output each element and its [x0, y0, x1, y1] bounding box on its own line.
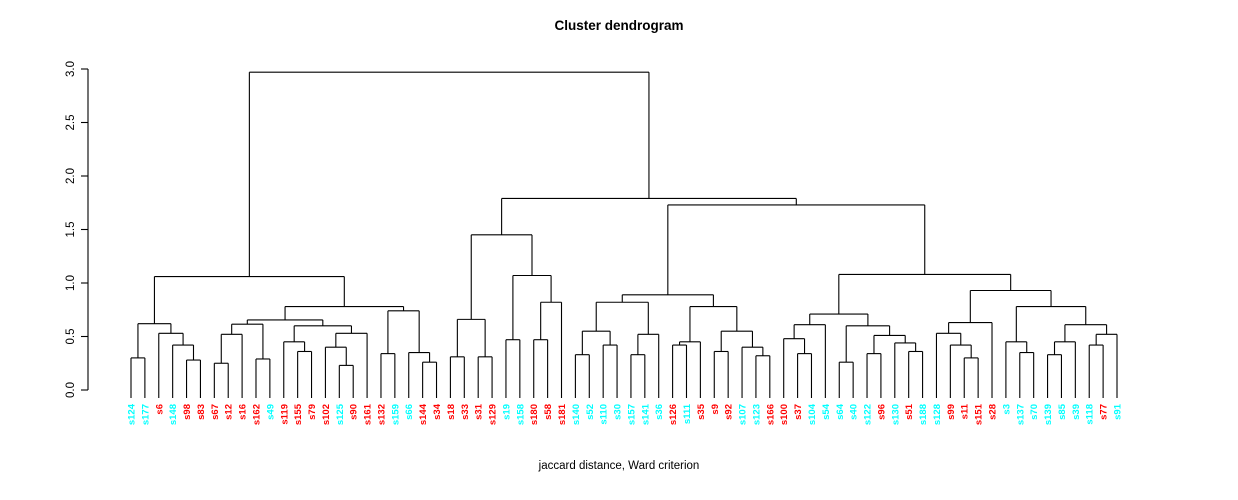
leaf-label: s107 [738, 404, 749, 425]
chart-title: Cluster dendrogram [554, 18, 684, 33]
leaf-label: s58 [543, 404, 554, 420]
leaf-label: s77 [1099, 404, 1110, 420]
leaf-label: s104 [807, 403, 818, 425]
leaf-label: s79 [307, 404, 318, 420]
leaf-label: s40 [849, 404, 860, 420]
svg-text:2.0: 2.0 [65, 168, 77, 184]
leaf-label: s126 [668, 404, 679, 425]
leaf-label: s35 [696, 403, 707, 420]
leaf-label: s140 [571, 404, 582, 425]
leaf-label: s162 [251, 404, 262, 425]
leaf-label: s96 [876, 404, 887, 420]
leaf-label: s85 [1057, 403, 1068, 420]
leaf-label: s102 [321, 404, 332, 425]
leaf-label: s33 [460, 404, 471, 420]
leaf-label: s9 [710, 404, 721, 415]
leaf-label: s188 [918, 404, 929, 425]
leaf-label: s36 [654, 404, 665, 420]
leaf-label: s166 [765, 404, 776, 425]
leaf-label: s130 [890, 404, 901, 425]
leaf-label: s110 [599, 404, 610, 425]
leaf-label: s90 [349, 404, 360, 420]
leaf-label: s16 [238, 404, 249, 420]
leaf-label: s28 [988, 404, 999, 420]
leaf-label: s159 [390, 404, 401, 425]
svg-text:2.5: 2.5 [65, 115, 77, 131]
leaf-label: s6 [154, 404, 165, 415]
leaf-label: s132 [376, 404, 387, 425]
leaf-label: s30 [613, 404, 624, 420]
leaf-label: s52 [585, 404, 596, 420]
leaf-label: s181 [557, 403, 568, 425]
svg-text:0.0: 0.0 [65, 382, 77, 398]
svg-text:1.0: 1.0 [65, 275, 77, 291]
leaf-label: s141 [640, 403, 651, 425]
leaf-label: s125 [335, 403, 346, 425]
leaf-label: s139 [1043, 404, 1054, 425]
leaf-label: s3 [1001, 404, 1012, 415]
leaf-label: s91 [1113, 403, 1124, 420]
y-axis: 0.0 0.5 1.0 1.5 2.0 2.5 3.0 [65, 61, 89, 398]
leaf-label: s54 [821, 403, 832, 420]
leaf-label: s122 [863, 404, 874, 425]
leaf-label: s129 [488, 404, 499, 425]
leaf-label: s49 [265, 404, 276, 420]
svg-text:1.5: 1.5 [65, 222, 77, 238]
dendrogram-tree [130, 71, 1118, 398]
leaf-label: s119 [279, 404, 290, 425]
leaf-label: s155 [293, 403, 304, 425]
leaf-label: s12 [224, 404, 235, 420]
leaf-label: s18 [446, 404, 457, 420]
leaf-label: s180 [529, 404, 540, 425]
leaf-label: s66 [404, 404, 415, 420]
leaf-label: s83 [196, 404, 207, 420]
leaf-label: s111 [682, 403, 693, 424]
leaf-label: s151 [974, 403, 985, 425]
leaf-label: s177 [140, 404, 151, 425]
leaf-label: s123 [751, 404, 762, 425]
leaf-label: s99 [946, 404, 957, 420]
leaf-label: s39 [1071, 404, 1082, 420]
leaf-label: s64 [835, 403, 846, 420]
leaf-label: s161 [363, 403, 374, 425]
leaf-label: s19 [501, 404, 512, 420]
leaf-label: s70 [1029, 404, 1040, 420]
leaf-label: s128 [932, 404, 943, 425]
leaf-label: s92 [724, 404, 735, 420]
leaf-label: s67 [210, 404, 221, 420]
leaf-label: s148 [168, 404, 179, 425]
svg-text:3.0: 3.0 [65, 61, 77, 77]
leaf-label: s124 [127, 403, 138, 425]
leaf-label: s98 [182, 404, 193, 420]
leaf-label: s157 [626, 404, 637, 425]
leaf-label: s31 [474, 403, 485, 420]
leaf-label: s144 [418, 403, 429, 425]
leaf-label: s100 [779, 404, 790, 425]
svg-text:0.5: 0.5 [65, 329, 77, 345]
leaf-label: s51 [904, 403, 915, 420]
leaf-label: s118 [1085, 404, 1096, 425]
leaf-label: s158 [515, 404, 526, 425]
leaf-label: s11 [960, 403, 971, 419]
leaf-label: s137 [1015, 404, 1026, 425]
x-axis-label: jaccard distance, Ward criterion [538, 460, 700, 472]
leaf-label: s37 [793, 404, 804, 420]
leaf-label: s34 [432, 403, 443, 420]
